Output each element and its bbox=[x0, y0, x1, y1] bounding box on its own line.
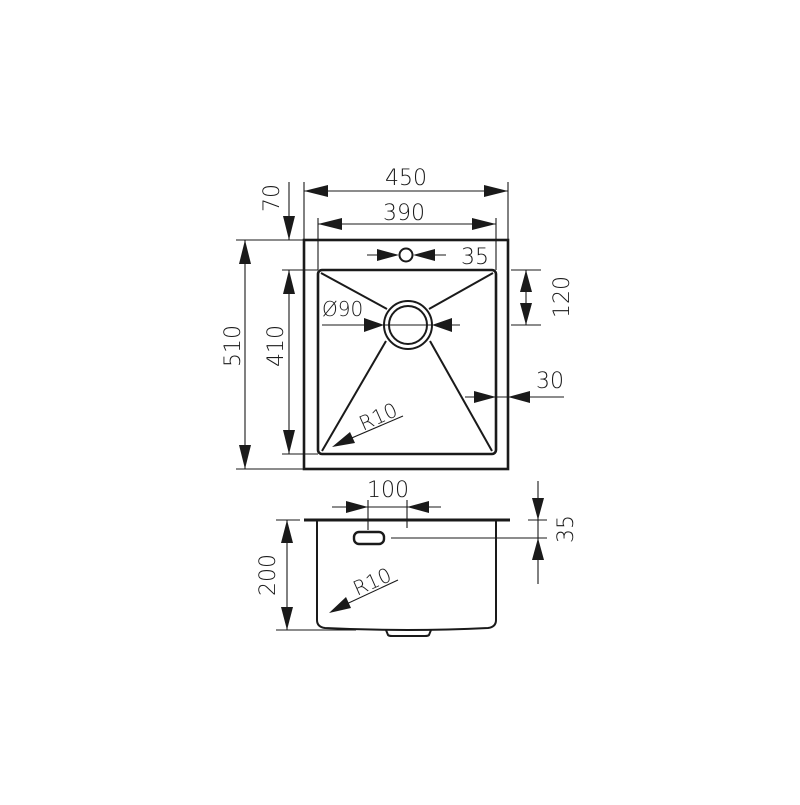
label-overflow-offset: 100 bbox=[367, 478, 409, 503]
label-tap-hole: 35 bbox=[461, 245, 489, 270]
dim-corner-radius-top: R10 bbox=[332, 398, 404, 447]
dim-overflow-height: 35 bbox=[391, 481, 579, 584]
dim-bowl-width: 390 bbox=[317, 201, 497, 270]
label-overall-depth: 510 bbox=[221, 325, 246, 367]
dim-bowl-height: 200 bbox=[256, 519, 356, 631]
label-bowl-height: 200 bbox=[256, 554, 281, 596]
dim-overall-depth: 510 bbox=[221, 239, 304, 470]
label-drain-offset: 120 bbox=[550, 276, 575, 318]
dim-top-offset: 70 bbox=[260, 182, 318, 271]
side-view: 100 35 200 R10 bbox=[256, 478, 579, 637]
label-bowl-width: 390 bbox=[383, 201, 425, 226]
dim-side-flange: 30 bbox=[465, 369, 564, 403]
label-overall-width: 450 bbox=[385, 166, 427, 191]
dim-overflow-offset: 100 bbox=[332, 478, 441, 530]
overflow-slot-icon bbox=[352, 530, 386, 546]
label-corner-radius-side: R10 bbox=[349, 563, 395, 601]
drain-outlet-icon bbox=[385, 629, 432, 637]
outer-flange-outline bbox=[302, 238, 510, 471]
bowl-slope-lines bbox=[320, 272, 494, 452]
label-bowl-depth: 410 bbox=[264, 325, 289, 367]
dim-drain-diameter: Ø90 bbox=[322, 297, 460, 332]
bowl-profile bbox=[316, 520, 497, 631]
tap-hole-icon bbox=[398, 247, 414, 263]
top-view: 450 390 70 510 bbox=[221, 166, 575, 471]
bowl-outline bbox=[316, 268, 498, 456]
dim-tap-hole: 35 bbox=[367, 245, 489, 270]
dim-corner-radius-side: R10 bbox=[329, 563, 399, 613]
dim-overall-width: 450 bbox=[303, 166, 509, 240]
label-overflow-height: 35 bbox=[554, 515, 579, 543]
label-top-offset: 70 bbox=[260, 184, 285, 212]
label-corner-radius-top: R10 bbox=[355, 398, 401, 436]
dim-drain-offset: 120 bbox=[511, 269, 575, 326]
label-drain-diameter: Ø90 bbox=[322, 297, 363, 321]
dim-bowl-depth: 410 bbox=[264, 270, 318, 455]
label-side-flange: 30 bbox=[536, 369, 564, 394]
